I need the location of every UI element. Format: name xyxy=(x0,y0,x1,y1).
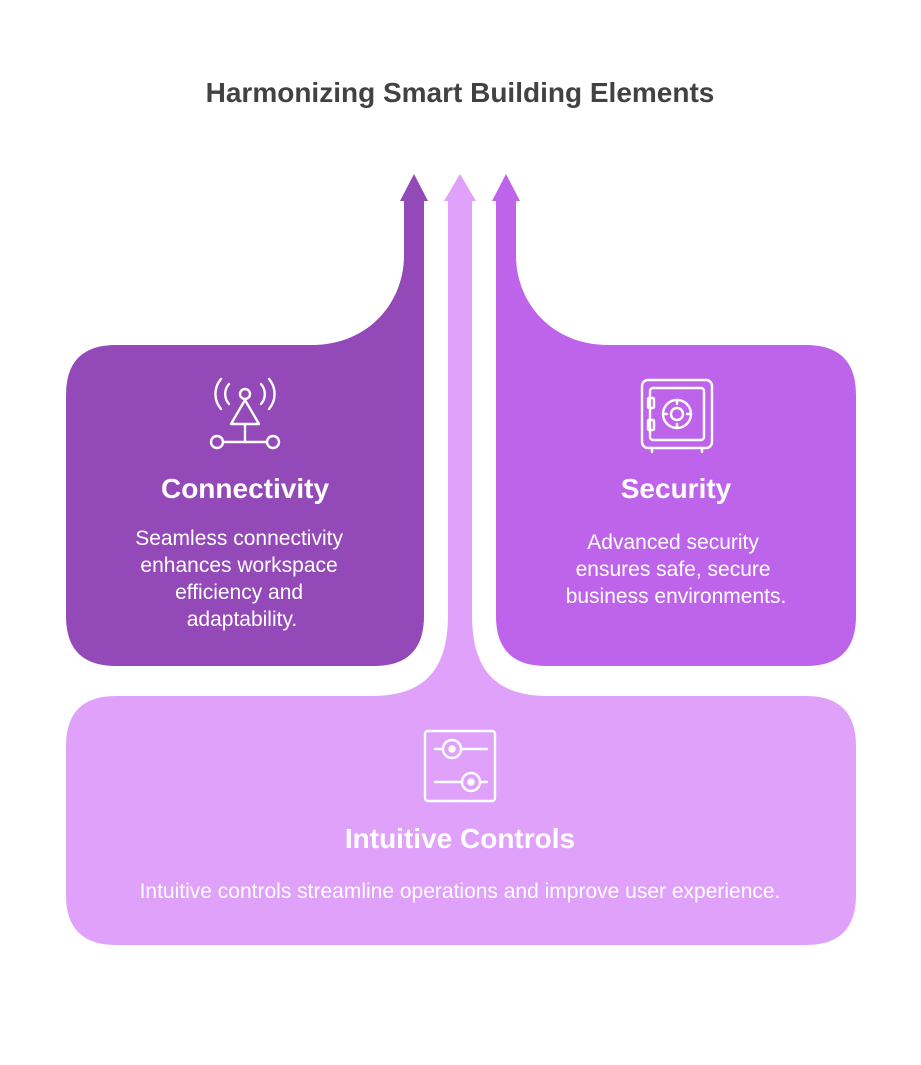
connectivity-desc-line: Seamless connectivity xyxy=(135,527,343,550)
connectivity-desc-line: efficiency and xyxy=(175,581,303,604)
security-shape xyxy=(492,174,856,666)
intuitive-controls-shape xyxy=(66,174,856,945)
safe-vault-icon xyxy=(640,378,714,454)
diagram-title: Harmonizing Smart Building Elements xyxy=(206,77,715,108)
security-title: Security xyxy=(621,473,732,504)
intuitive-controls-arrowhead xyxy=(444,174,476,201)
security-desc-line: Advanced security xyxy=(587,531,759,554)
security-description: Advanced security ensures safe, secure b… xyxy=(566,531,787,608)
connectivity-arrowhead xyxy=(400,174,428,201)
security-arrowhead xyxy=(492,174,520,201)
intuitive-controls-description: Intuitive controls streamline operations… xyxy=(140,880,781,903)
connectivity-title: Connectivity xyxy=(161,473,329,504)
security-desc-line: business environments. xyxy=(566,585,787,608)
security-desc-line: ensures safe, secure xyxy=(576,558,771,581)
intuitive-controls-title: Intuitive Controls xyxy=(345,823,575,854)
slider-controls-icon xyxy=(423,729,497,803)
connectivity-description: Seamless connectivity enhances workspace… xyxy=(135,527,349,631)
connectivity-desc-line: enhances workspace xyxy=(140,554,337,577)
connectivity-desc-line: adaptability. xyxy=(187,608,298,631)
antenna-signal-icon xyxy=(209,377,281,450)
